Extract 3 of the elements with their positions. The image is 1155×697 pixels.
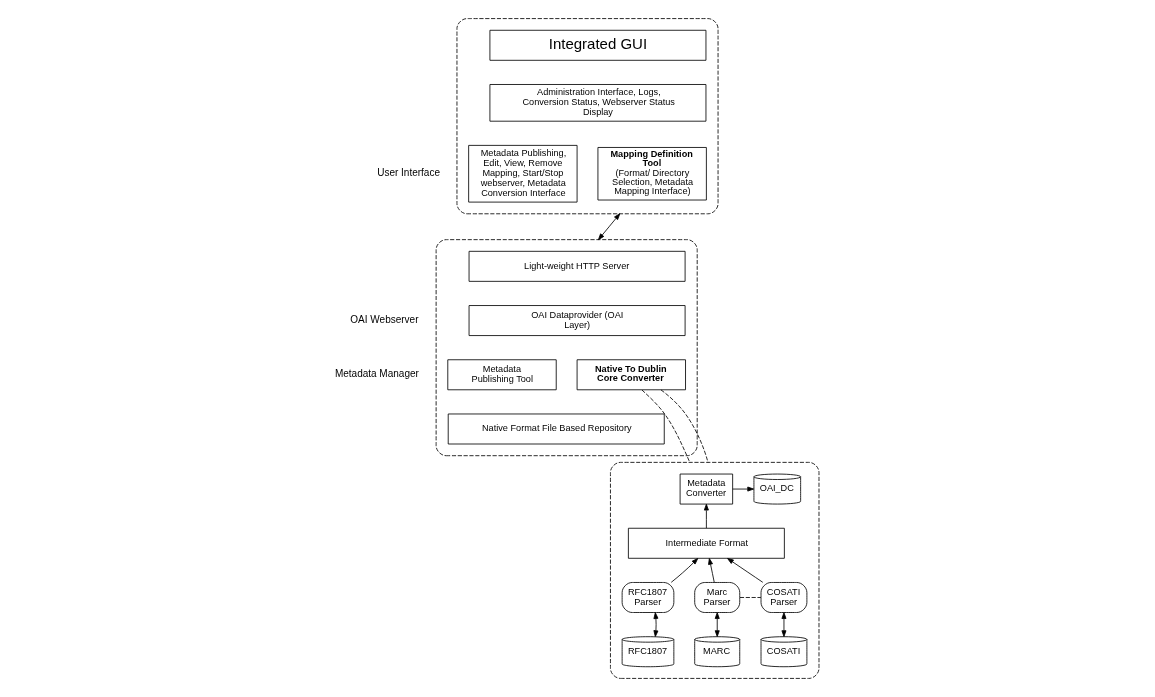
label: User Interface [377, 167, 440, 179]
label: Metadata Manager [334, 368, 419, 380]
label: OAI Webserver [350, 314, 419, 326]
